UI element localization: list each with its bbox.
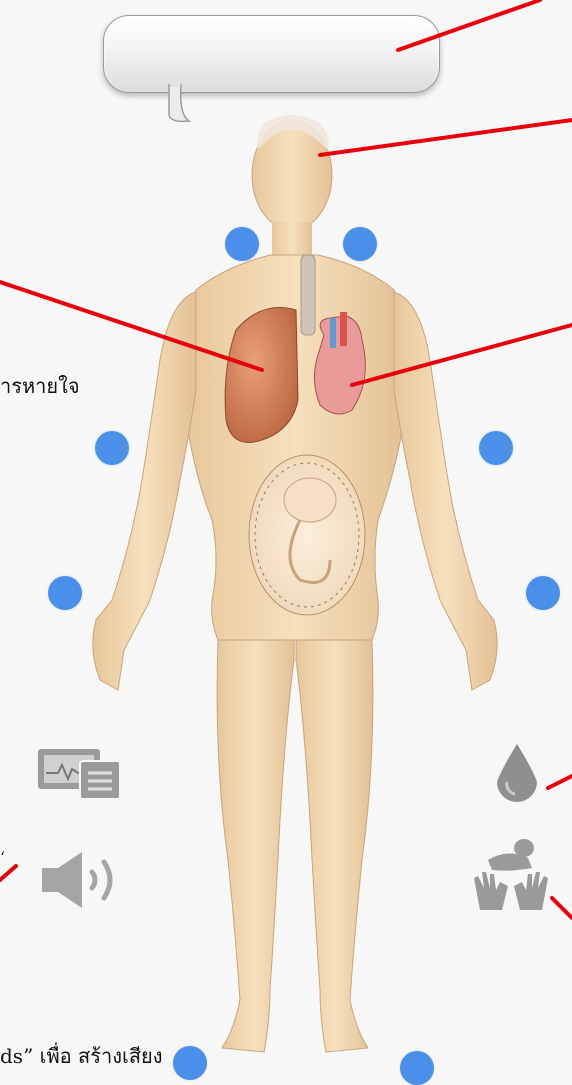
heart: [314, 312, 365, 414]
left-arm: [93, 292, 196, 690]
speaker-icon[interactable]: [40, 850, 124, 910]
trachea: [301, 255, 315, 335]
pulse-point-wrist-left[interactable]: [48, 576, 82, 610]
breathing-annotation: ารหายใจ: [0, 370, 80, 402]
annotation-fragment: ‘: [0, 848, 5, 867]
right-arm: [394, 292, 497, 690]
blood-drop-icon[interactable]: [493, 742, 541, 808]
pulse-point-arm-right[interactable]: [479, 431, 513, 465]
head: [252, 115, 332, 262]
pulse-point-neck-right[interactable]: [343, 227, 377, 261]
pulse-point-wrist-right[interactable]: [526, 576, 560, 610]
left-leg: [217, 640, 294, 1052]
right-leg: [296, 640, 373, 1052]
sounds-annotation: ds” เพื่อ สร้างเสียง: [0, 1040, 163, 1072]
pulse-point-ankle-left[interactable]: [173, 1046, 207, 1080]
pulse-point-neck-left[interactable]: [225, 227, 259, 261]
baby-delivery-hands-icon[interactable]: [470, 838, 552, 912]
pulse-point-ankle-right[interactable]: [400, 1051, 434, 1085]
pulse-point-arm-left[interactable]: [95, 431, 129, 465]
patient-monitor-icon[interactable]: [38, 745, 122, 801]
fetus: [249, 455, 365, 615]
